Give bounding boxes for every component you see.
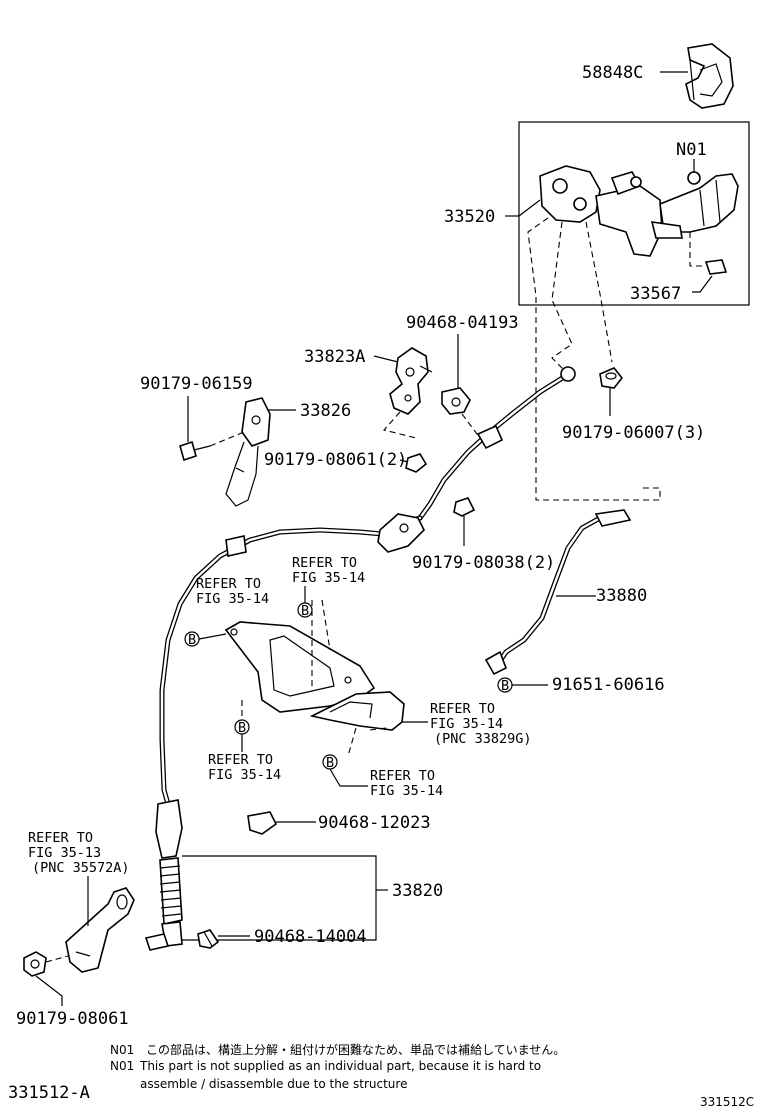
part-33823a-bracket[interactable] [389, 347, 433, 415]
svg-text:B: B [188, 632, 196, 648]
ref-text-d3: (PNC 33829G) [434, 731, 532, 747]
part-90468-12023-clip[interactable] [247, 811, 278, 835]
note-jp: この部品は、構造上分解・組付けが困難なため、単品では補給していません。 [146, 1042, 565, 1057]
label-90468-14004: 90468-14004 [254, 927, 367, 947]
label-90179-08038-2: 90179-08038(2) [412, 553, 555, 573]
part-58848c-cover[interactable] [685, 43, 734, 109]
label-33823a: 33823A [304, 347, 365, 367]
footer-right-code: 331512C [700, 1095, 754, 1109]
part-33880-cable[interactable] [484, 509, 632, 676]
part-90468-04193-clip[interactable] [441, 387, 471, 415]
part-90179-08061-nut-upper[interactable] [405, 453, 428, 473]
note-n01-label-jp: N01 [110, 1043, 134, 1057]
ref-text-c2: FIG 35-14 [208, 767, 281, 783]
label-33880: 33880 [596, 586, 647, 606]
note-n01-label-en: N01 [110, 1059, 134, 1073]
label-90179-06007-3: 90179-06007(3) [562, 423, 705, 443]
assembly-box [518, 121, 750, 306]
note-en-1: This part is not supplied as an individu… [139, 1059, 541, 1073]
ref-text-d2: FIG 35-14 [430, 716, 503, 732]
label-90179-08061-2: 90179-08061(2) [264, 450, 407, 470]
part-90179-06159-bolt[interactable] [179, 440, 211, 462]
svg-text:B: B [501, 678, 509, 694]
label-90179-08061: 90179-08061 [16, 1009, 129, 1029]
label-58848c: 58848C [582, 63, 643, 83]
label-n01: N01 [676, 140, 707, 160]
label-90468-04193: 90468-04193 [406, 313, 519, 333]
label-33826: 33826 [300, 401, 351, 421]
label-33520: 33520 [444, 207, 495, 227]
note-en-2: assemble / disassemble due to the struct… [140, 1077, 407, 1091]
ref-text-e2: FIG 35-14 [370, 783, 443, 799]
label-90468-12023: 90468-12023 [318, 813, 431, 833]
part-33820-shift-cable[interactable] [144, 513, 425, 951]
ref-text-c1: REFER TO [208, 752, 273, 768]
part-33520-shift-lever-assembly[interactable] [539, 165, 739, 257]
ref-text-a1: REFER TO [292, 555, 357, 571]
ref-text-b1: REFER TO [196, 576, 261, 592]
ref-text-d1: REFER TO [430, 701, 495, 717]
label-33820: 33820 [392, 881, 443, 901]
ref-text-b2: FIG 35-14 [196, 591, 269, 607]
label-33567: 33567 [630, 284, 681, 304]
svg-text:B: B [326, 755, 334, 771]
label-91651-60616: 91651-60616 [552, 675, 665, 695]
ref-bracket-35-13 [65, 887, 135, 973]
part-33826-bracket[interactable] [225, 397, 271, 507]
part-90179-08038-nut[interactable] [453, 497, 476, 517]
ref-text-a2: FIG 35-14 [292, 570, 365, 586]
label-90179-06159: 90179-06159 [140, 374, 253, 394]
svg-text:B: B [301, 603, 309, 619]
ref-text-f1: REFER TO [28, 830, 93, 846]
ref-text-e1: REFER TO [370, 768, 435, 784]
part-90179-08061-nut-lower[interactable] [23, 951, 47, 977]
part-upper-cable[interactable] [417, 366, 576, 521]
footer-left-code: 331512-A [8, 1083, 90, 1103]
part-90468-14004-clip[interactable] [197, 929, 220, 949]
ref-text-f3: (PNC 35572A) [32, 860, 130, 876]
ref-text-f2: FIG 35-13 [28, 845, 101, 861]
svg-text:B: B [238, 720, 246, 736]
part-n01[interactable] [687, 171, 701, 185]
part-33567-clip[interactable] [704, 259, 728, 275]
part-90179-06007-grommet[interactable] [599, 367, 624, 389]
